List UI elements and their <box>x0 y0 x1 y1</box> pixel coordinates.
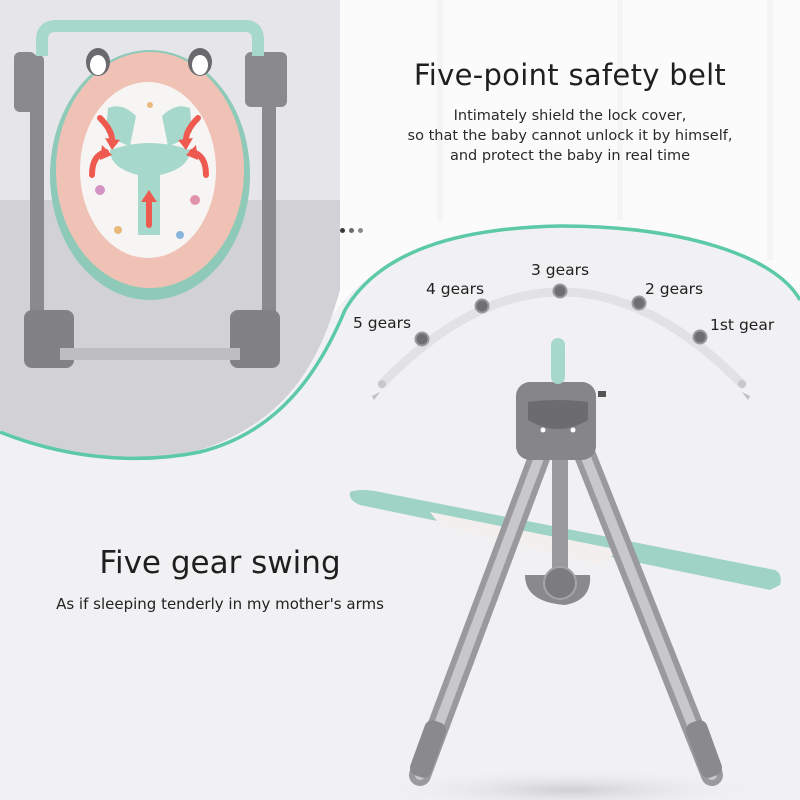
pagination-dot[interactable] <box>340 228 345 233</box>
gear-label-4: 4 gears <box>426 280 485 298</box>
gear-swing-title: Five gear swing <box>99 545 341 581</box>
safety-belt-title: Five-point safety belt <box>413 58 727 92</box>
gear-label-3: 3 gears <box>531 261 590 279</box>
penguin-toys <box>86 48 212 76</box>
pagination-dot[interactable] <box>358 228 363 233</box>
gear-label-1: 1st gear <box>710 316 775 334</box>
gear-label-2: 2 gears <box>645 280 704 298</box>
pagination-dot[interactable] <box>349 228 354 233</box>
description-line: so that the baby cannot unlock it by him… <box>407 128 733 144</box>
gear-swing-description: As if sleeping tenderly in my mother's a… <box>56 595 384 613</box>
description-line: Intimately shield the lock cover, <box>453 108 687 124</box>
right-leg <box>262 55 276 355</box>
safety-belt-description: Intimately shield the lock cover, so tha… <box>370 106 770 166</box>
gear-label-5: 5 gears <box>353 314 412 332</box>
left-leg <box>30 55 44 355</box>
pagination-dots <box>340 228 363 233</box>
description-line: and protect the baby in real time <box>449 148 691 164</box>
